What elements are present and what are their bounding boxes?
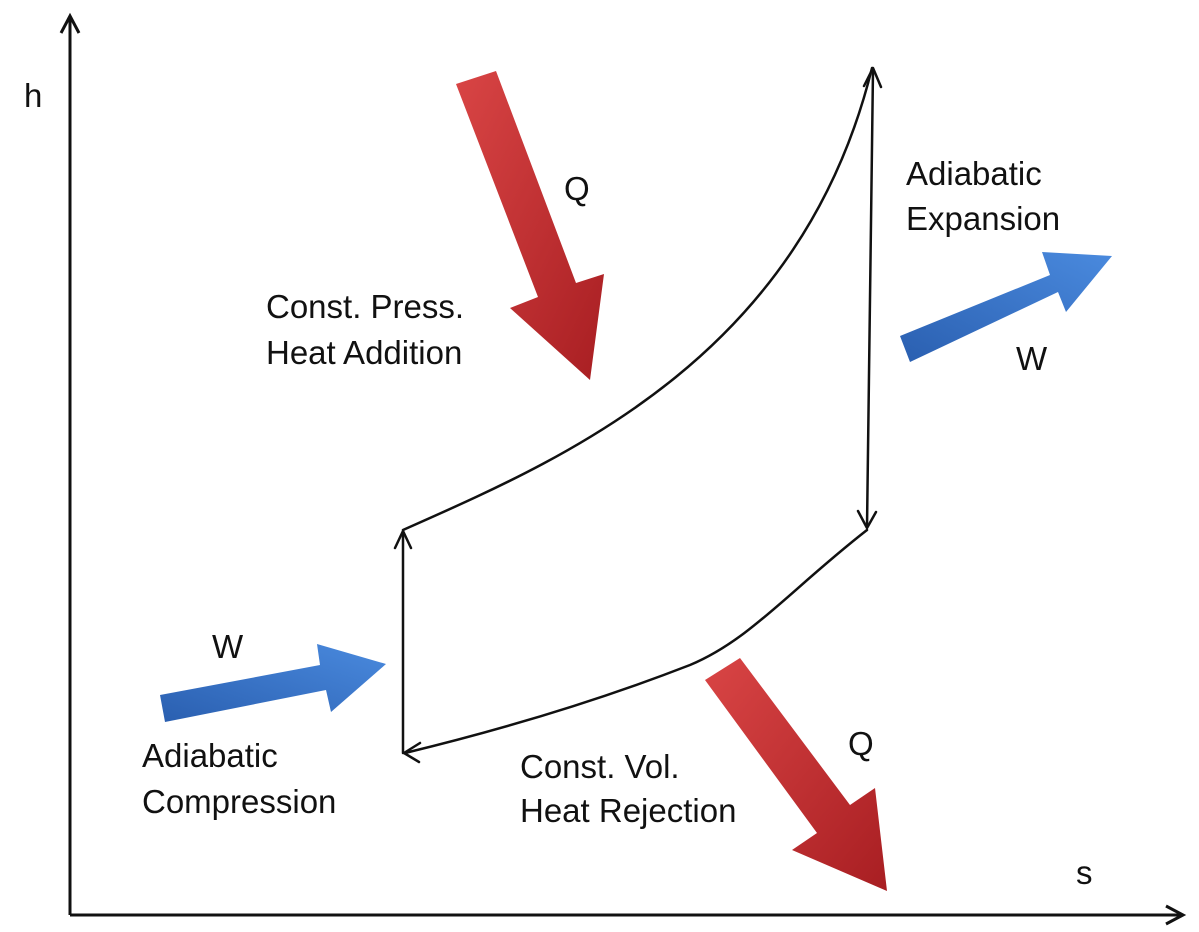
- compression-label-line1: Adiabatic: [142, 737, 278, 774]
- expansion-arrowhead: [856, 509, 878, 530]
- expansion-label-line1: Adiabatic: [906, 155, 1042, 192]
- heat-out-arrow: [705, 658, 887, 891]
- heat-in-label: Q: [564, 170, 590, 207]
- work-in-arrow: [160, 644, 386, 722]
- x-axis-arrowhead: [1165, 904, 1187, 926]
- compression-label-line2: Compression: [142, 783, 336, 820]
- work-out-arrow: [900, 252, 1112, 362]
- heat-addition-label-line2: Heat Addition: [266, 334, 462, 371]
- heat-rejection-curve: [403, 528, 869, 755]
- heat-in-arrow: [456, 71, 604, 380]
- compression-arrowhead: [393, 529, 413, 550]
- cycle: [393, 66, 883, 764]
- heat-addition-curve: [401, 66, 874, 532]
- x-axis-label: s: [1076, 854, 1093, 891]
- y-axis-arrowhead: [59, 12, 81, 34]
- expansion-line: [865, 68, 875, 529]
- expansion-label-line2: Expansion: [906, 200, 1060, 237]
- heat-out-label: Q: [848, 725, 874, 762]
- heat-rejection-label-line1: Const. Vol.: [520, 748, 680, 785]
- work-out-label: W: [1016, 340, 1048, 377]
- work-in-label: W: [212, 628, 244, 665]
- y-axis-label: h: [24, 77, 42, 114]
- state-1-arrowhead: [862, 66, 883, 89]
- heat-addition-label-line1: Const. Press.: [266, 288, 464, 325]
- heat-rejection-label-line2: Heat Rejection: [520, 792, 736, 829]
- axes: [59, 12, 1187, 926]
